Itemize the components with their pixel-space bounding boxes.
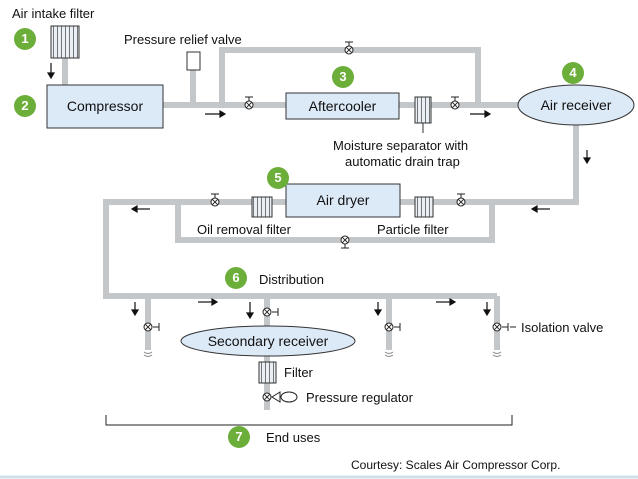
aftercooler-outlet-valve xyxy=(450,100,460,110)
filter-symbol xyxy=(258,361,277,384)
dryer-inlet-valve xyxy=(456,197,466,207)
step-badge-6: 6 xyxy=(225,267,247,289)
air-receiver-tank xyxy=(517,84,635,126)
flow-arrows xyxy=(46,63,592,320)
regulator-valve xyxy=(262,392,272,402)
step-badge-4: 4 xyxy=(562,62,584,84)
courtesy-credit: Courtesy: Scales Air Compressor Corp. xyxy=(351,458,561,472)
compressor-label: Compressor xyxy=(66,98,144,114)
particle-filter-symbol xyxy=(414,196,434,218)
particle-filter-label: Particle filter xyxy=(377,222,449,237)
dryer-bypass-valve xyxy=(340,235,350,245)
secondary-receiver-tank xyxy=(180,325,356,357)
step-badge-5: 5 xyxy=(267,167,289,189)
moisture-separator-label-line2: automatic drain trap xyxy=(345,154,460,169)
bypass-valve-top xyxy=(344,45,354,55)
step-badge-2: 2 xyxy=(14,95,36,117)
isolation-valve-4 xyxy=(492,322,502,332)
air-dryer-box xyxy=(285,183,401,218)
compressor-box xyxy=(46,84,164,129)
valve-stems xyxy=(153,41,509,331)
aftercooler-box xyxy=(285,92,400,120)
air-receiver-label: Air receiver xyxy=(540,97,612,113)
drop-ends xyxy=(143,351,502,357)
isolation-valve-label: Isolation valve xyxy=(521,320,604,335)
dryer-outlet-valve xyxy=(210,197,220,207)
distribution-label: Distribution xyxy=(259,272,325,287)
moisture-separator-symbol xyxy=(414,96,432,124)
step-badge-7: 7 xyxy=(228,426,250,448)
pressure-relief-valve-label: Pressure relief valve xyxy=(124,32,242,47)
air-dryer-label: Air dryer xyxy=(316,192,370,208)
filter-label: Filter xyxy=(284,365,313,380)
moisture-separator-label-line1: Moisture separator with xyxy=(333,138,469,153)
isolation-valve-2 xyxy=(262,307,272,317)
aftercooler-inlet-valve xyxy=(244,100,254,110)
step-badge-1: 1 xyxy=(14,28,36,50)
pressure-relief-valve-symbol xyxy=(186,51,201,71)
oil-removal-filter-label: Oil removal filter xyxy=(197,222,291,237)
isolation-valve-3 xyxy=(384,322,394,332)
isolation-valve-1 xyxy=(143,322,153,332)
oil-removal-filter-symbol xyxy=(251,196,273,218)
air-intake-filter-symbol xyxy=(50,25,80,59)
aftercooler-label: Aftercooler xyxy=(308,98,377,114)
end-uses-bracket xyxy=(105,415,513,426)
step-badge-3: 3 xyxy=(332,66,354,88)
pressure-regulator-label: Pressure regulator xyxy=(306,390,413,405)
pressure-regulator-symbol xyxy=(271,391,298,403)
secondary-receiver-label: Secondary receiver xyxy=(207,333,329,349)
air-intake-filter-label: Air intake filter xyxy=(12,6,95,21)
end-uses-label: End uses xyxy=(266,430,321,445)
